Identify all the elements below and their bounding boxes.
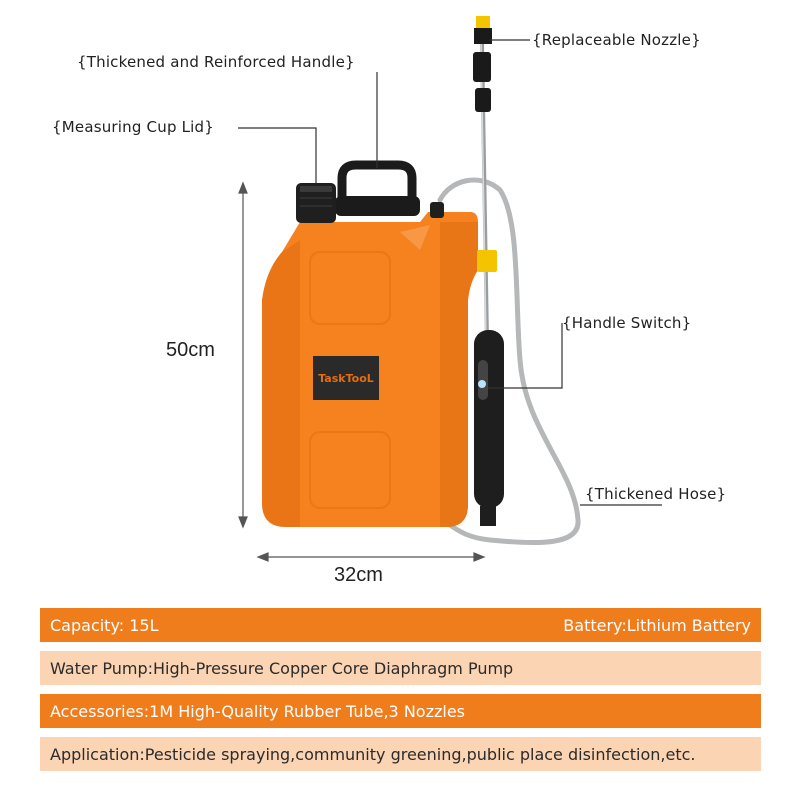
spec-battery: Battery:Lithium Battery: [563, 615, 751, 635]
switch-leader: [488, 323, 563, 389]
width-dimension-label: 32cm: [334, 564, 383, 586]
lid-leader: [238, 127, 317, 183]
spec-water-pump: Water Pump:High-Pressure Copper Core Dia…: [50, 658, 514, 678]
lid-callout: {Measuring Cup Lid}: [52, 118, 215, 136]
brand-logo-text: TaskTooL: [318, 372, 374, 385]
brand-plate: TaskTooL: [313, 356, 379, 400]
nozzle-callout: {Replaceable Nozzle}: [532, 31, 701, 49]
spec-row-pump: Water Pump:High-Pressure Copper Core Dia…: [40, 651, 761, 685]
switch-callout: {Handle Switch}: [562, 314, 692, 332]
hose: [437, 177, 581, 546]
carry-handle: [335, 160, 420, 216]
height-dimension-arrow: [238, 181, 248, 529]
height-dimension-label: 50cm: [166, 339, 215, 361]
product-illustration: TaskTooL: [52, 16, 727, 586]
hose-callout: {Thickened Hose}: [585, 485, 727, 503]
width-dimension-arrow: [256, 552, 486, 562]
measuring-cup-lid: [296, 183, 336, 223]
spec-capacity: Capacity: 15L: [50, 615, 159, 635]
spray-lance: [473, 16, 504, 526]
callout-leader-lines: [238, 39, 662, 506]
outlet-cap: [430, 202, 444, 218]
sprayer-drawing: TaskTooL: [238, 16, 662, 562]
spec-row-application: Application:Pesticide spraying,community…: [40, 737, 761, 771]
spec-row-accessories: Accessories:1M High-Quality Rubber Tube,…: [40, 694, 761, 728]
handle-callout: {Thickened and Reinforced Handle}: [77, 53, 355, 71]
spec-row-capacity: Capacity: 15L Battery:Lithium Battery: [40, 608, 761, 642]
spec-accessories: Accessories:1M High-Quality Rubber Tube,…: [50, 701, 465, 721]
spec-application: Application:Pesticide spraying,community…: [50, 744, 696, 764]
